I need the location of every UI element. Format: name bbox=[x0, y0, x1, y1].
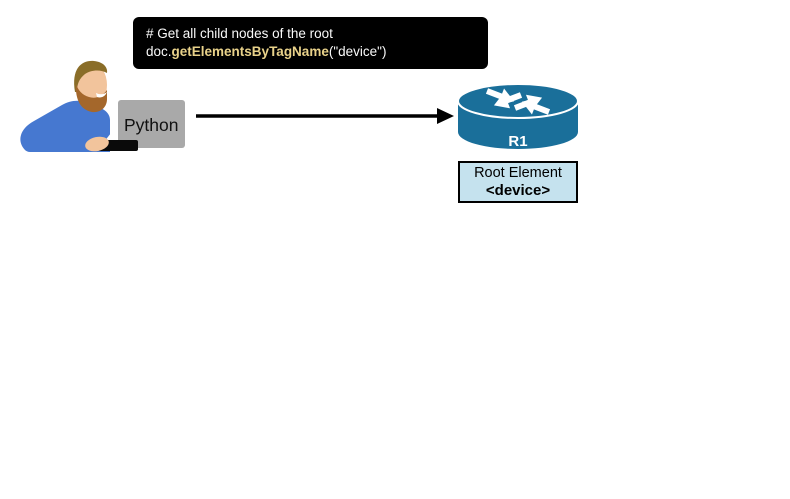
paper-triangle bbox=[104, 124, 118, 142]
router-arrows bbox=[485, 88, 551, 115]
laptop-lid bbox=[118, 100, 185, 148]
person-hand bbox=[85, 136, 109, 152]
code-arguments: ("device") bbox=[328, 44, 387, 59]
router-label: R1 bbox=[508, 133, 527, 150]
python-label: Python bbox=[124, 115, 178, 135]
cisco-router-icon: R1 bbox=[457, 83, 579, 150]
code-line: doc.getElementsByTagName("device") bbox=[146, 43, 488, 61]
right-arrow-icon bbox=[196, 108, 454, 124]
code-comment-line: # Get all child nodes of the root bbox=[146, 25, 488, 43]
person-at-laptop-icon: Python bbox=[20, 60, 185, 152]
arrow-head bbox=[437, 108, 454, 124]
root-element-box: Root Element <device> bbox=[458, 161, 578, 203]
person-shirt bbox=[20, 100, 110, 152]
person-beard bbox=[75, 84, 107, 113]
root-element-tag: <device> bbox=[485, 182, 551, 199]
code-method-name: getElementsByTagName bbox=[171, 44, 329, 59]
root-element-title: Root Element bbox=[474, 165, 562, 181]
code-comment: # Get all child nodes of the root bbox=[146, 26, 333, 41]
code-object-prefix: doc. bbox=[146, 44, 172, 59]
code-block: # Get all child nodes of the root doc.ge… bbox=[133, 17, 488, 69]
person-smile bbox=[96, 92, 107, 98]
router-top bbox=[457, 83, 579, 119]
person-hair bbox=[74, 60, 108, 92]
